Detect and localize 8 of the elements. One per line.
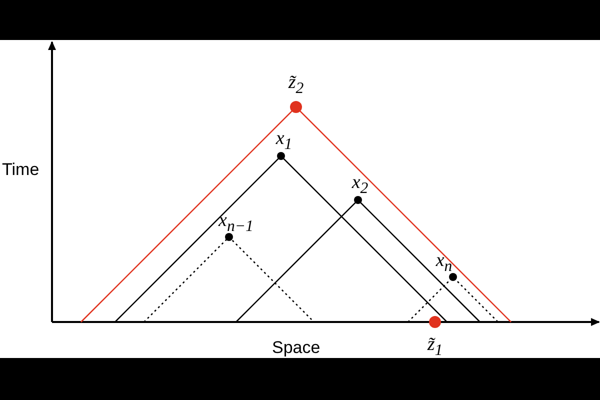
point-label: z̃$_{2}$ <box>288 72 304 98</box>
axis-title: Time <box>2 160 40 180</box>
point-label: x$_{n−1}$ <box>218 210 254 236</box>
point-label: z̃$_{1}$ <box>427 334 443 360</box>
point-label: x$_{2}$ <box>352 172 368 198</box>
point-label: x$_{1}$ <box>276 128 292 154</box>
point-label: x$_{n}$ <box>436 250 452 276</box>
axis-title: Space <box>272 338 320 358</box>
